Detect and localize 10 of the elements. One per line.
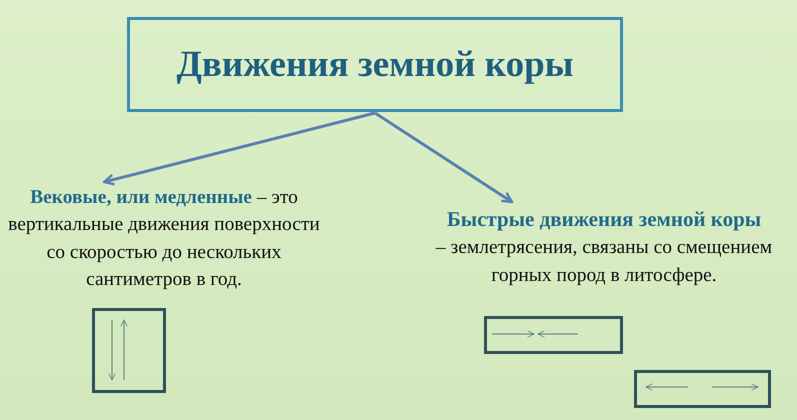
arrow — [102, 112, 376, 186]
description-text: Вековые, или медленные – это вертикальные движения поверхности со скоростью до нескольких сантиметров в год. — [7, 186, 321, 292]
title-box — [127, 17, 623, 112]
diagram-box — [92, 308, 166, 393]
title-text: Движения земной коры — [176, 43, 574, 86]
diagram-box — [634, 370, 771, 408]
diagram-box — [484, 316, 623, 354]
arrow — [374, 112, 514, 204]
description-text: – землетрясения, связаны со смещением горных пород в литосфере. — [434, 236, 774, 288]
heading-text: Быстрые движения земной коры — [446, 206, 762, 233]
